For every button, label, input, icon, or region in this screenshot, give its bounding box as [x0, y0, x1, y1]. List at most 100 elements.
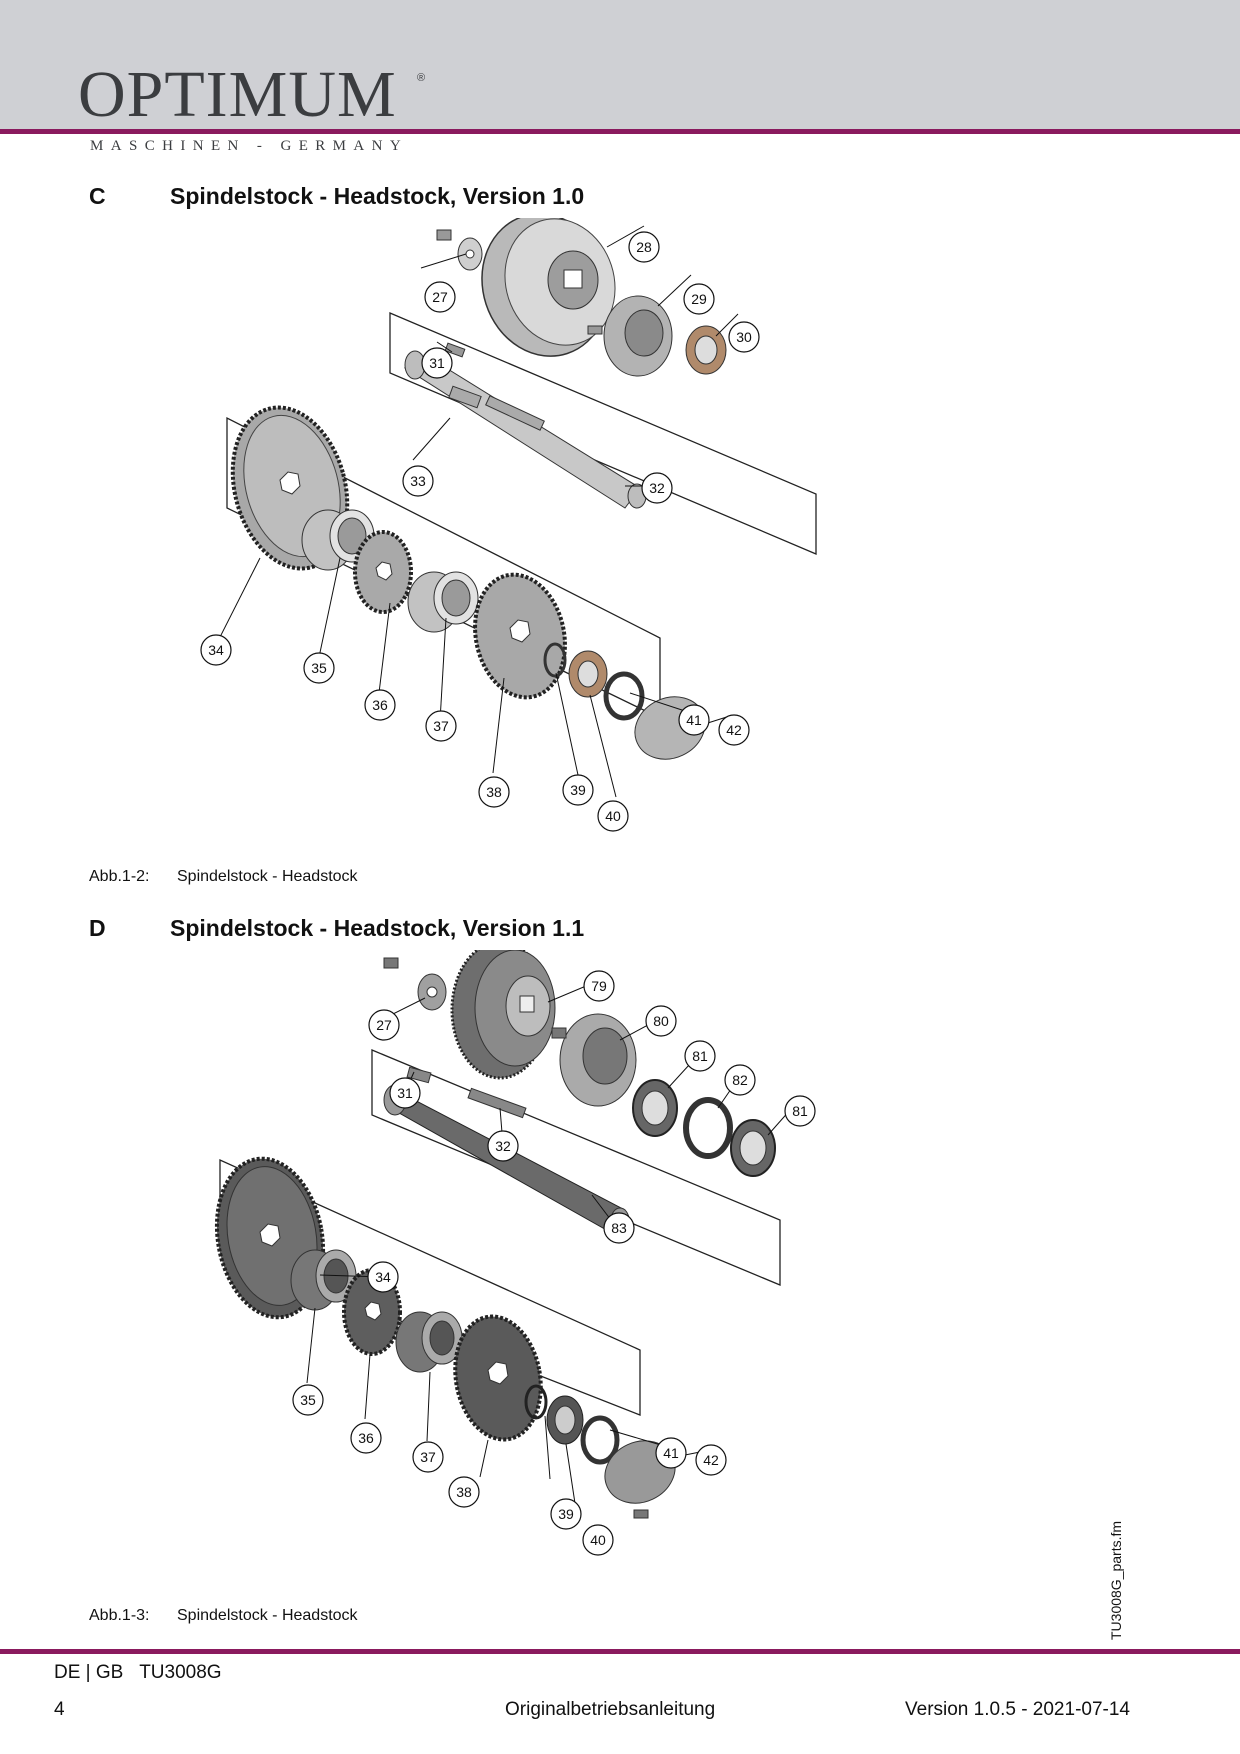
headstock-v1-0-exploded-view: 28 27 29 30 31 32 33 34 35 36 37 38 39 4…	[200, 218, 817, 832]
callout-30: 30	[728, 321, 760, 353]
header-band	[0, 0, 1240, 129]
callout-38: 38	[478, 776, 510, 808]
svg-text:79: 79	[591, 978, 607, 994]
feather-key-part	[406, 1066, 432, 1084]
callout-82: 82	[724, 1064, 756, 1096]
section-c-letter: C	[89, 183, 106, 209]
spindle-shaft-part	[403, 350, 647, 509]
callout-80: 80	[645, 1005, 677, 1037]
callout-39: 39	[550, 1498, 582, 1530]
svg-text:27: 27	[432, 289, 448, 305]
callout-34: 34	[200, 634, 232, 666]
footer-language-model: DE | GB TU3008G	[54, 1662, 222, 1684]
caption-number: Abb.1-3:	[89, 1607, 150, 1624]
brand-tagline: MASCHINEN - GERMANY	[90, 138, 409, 154]
small-gear-part	[353, 530, 413, 614]
svg-text:37: 37	[420, 1449, 436, 1465]
long-key-part	[485, 395, 545, 431]
callout-42: 42	[718, 714, 750, 746]
svg-text:27: 27	[376, 1017, 392, 1033]
svg-text:33: 33	[410, 473, 426, 489]
figure-caption-1-3: Abb.1-3:Spindelstock - Headstock	[89, 1607, 358, 1625]
callout-83: 83	[603, 1212, 635, 1244]
callout-41: 41	[655, 1437, 687, 1469]
caption-text: Spindelstock - Headstock	[177, 868, 358, 885]
svg-text:30: 30	[736, 329, 752, 345]
callout-39: 39	[562, 774, 594, 806]
callout-37: 37	[425, 710, 457, 742]
callout-32: 32	[641, 472, 673, 504]
footer-model: TU3008G	[139, 1662, 222, 1683]
svg-text:36: 36	[372, 697, 388, 713]
svg-text:80: 80	[653, 1013, 669, 1029]
svg-text:38: 38	[456, 1484, 472, 1500]
svg-text:35: 35	[311, 660, 327, 676]
svg-text:36: 36	[358, 1430, 374, 1446]
callout-31: 31	[389, 1077, 421, 1109]
svg-text:38: 38	[486, 784, 502, 800]
spacer-ring-part	[603, 671, 645, 721]
document-version: Version 1.0.5 - 2021-07-14	[905, 1699, 1130, 1720]
callout-37: 37	[412, 1441, 444, 1473]
callout-79: 79	[583, 970, 615, 1002]
section-c-title: Spindelstock - Headstock, Version 1.0	[170, 183, 585, 209]
spacer-82-part	[683, 1097, 733, 1159]
svg-text:37: 37	[433, 718, 449, 734]
callout-41: 41	[678, 704, 710, 736]
flange-part	[587, 295, 673, 377]
callout-36: 36	[350, 1422, 382, 1454]
callout-33: 33	[402, 465, 434, 497]
callout-40: 40	[582, 1524, 614, 1556]
callout-29: 29	[683, 283, 715, 315]
spacer-ring-part	[580, 1415, 620, 1465]
callout-35: 35	[303, 652, 335, 684]
svg-text:28: 28	[636, 239, 652, 255]
bearing-part	[685, 325, 727, 375]
headstock-v1-1-exploded-view: 79 27 80 81 82 81 31 32 83 34 35 36 37 3…	[214, 950, 816, 1556]
svg-text:40: 40	[605, 808, 621, 824]
caption-number: Abb.1-2:	[89, 868, 150, 885]
svg-text:31: 31	[429, 355, 445, 371]
callout-27: 27	[424, 281, 456, 313]
ribbed-pulley-part	[450, 950, 556, 1080]
shaft-frame	[371, 1049, 781, 1286]
svg-text:41: 41	[663, 1445, 679, 1461]
callout-81: 81	[684, 1040, 716, 1072]
shaft-frame	[389, 312, 817, 555]
callout-28: 28	[628, 231, 660, 263]
svg-text:29: 29	[691, 291, 707, 307]
callout-40: 40	[597, 800, 629, 832]
svg-text:31: 31	[397, 1085, 413, 1101]
medium-gear-part	[473, 572, 567, 700]
callout-34: 34	[367, 1261, 399, 1293]
feather-key-part	[444, 342, 466, 358]
svg-text:81: 81	[792, 1103, 808, 1119]
source-file-label: TU3008G_parts.fm	[1108, 1520, 1124, 1640]
svg-text:35: 35	[300, 1392, 316, 1408]
section-d-letter: D	[89, 915, 106, 941]
callout-31: 31	[421, 347, 453, 379]
svg-text:83: 83	[611, 1220, 627, 1236]
registered-mark: ®	[417, 72, 426, 84]
page-number: 4	[54, 1699, 65, 1720]
callout-32: 32	[487, 1130, 519, 1162]
section-d-title: Spindelstock - Headstock, Version 1.1	[170, 915, 585, 941]
svg-text:42: 42	[726, 722, 742, 738]
callout-36: 36	[364, 689, 396, 721]
callout-81b: 81	[784, 1095, 816, 1127]
ball-bearing-part	[568, 650, 608, 698]
footer-language: DE | GB	[54, 1662, 124, 1683]
figure-caption-1-2: Abb.1-2: Spindelstock - Headstock	[89, 868, 358, 886]
svg-text:40: 40	[590, 1532, 606, 1548]
svg-text:32: 32	[649, 480, 665, 496]
svg-text:81: 81	[692, 1048, 708, 1064]
callout-42: 42	[695, 1444, 727, 1476]
footer-divider	[0, 1649, 1240, 1654]
svg-text:39: 39	[570, 782, 586, 798]
document-title: Originalbetriebsanleitung	[505, 1699, 716, 1720]
svg-text:34: 34	[208, 642, 224, 658]
circlip-part	[543, 642, 567, 678]
medium-gear-part	[453, 1314, 543, 1442]
screw-washer-part	[436, 229, 483, 271]
bushing-2-part	[407, 571, 479, 633]
